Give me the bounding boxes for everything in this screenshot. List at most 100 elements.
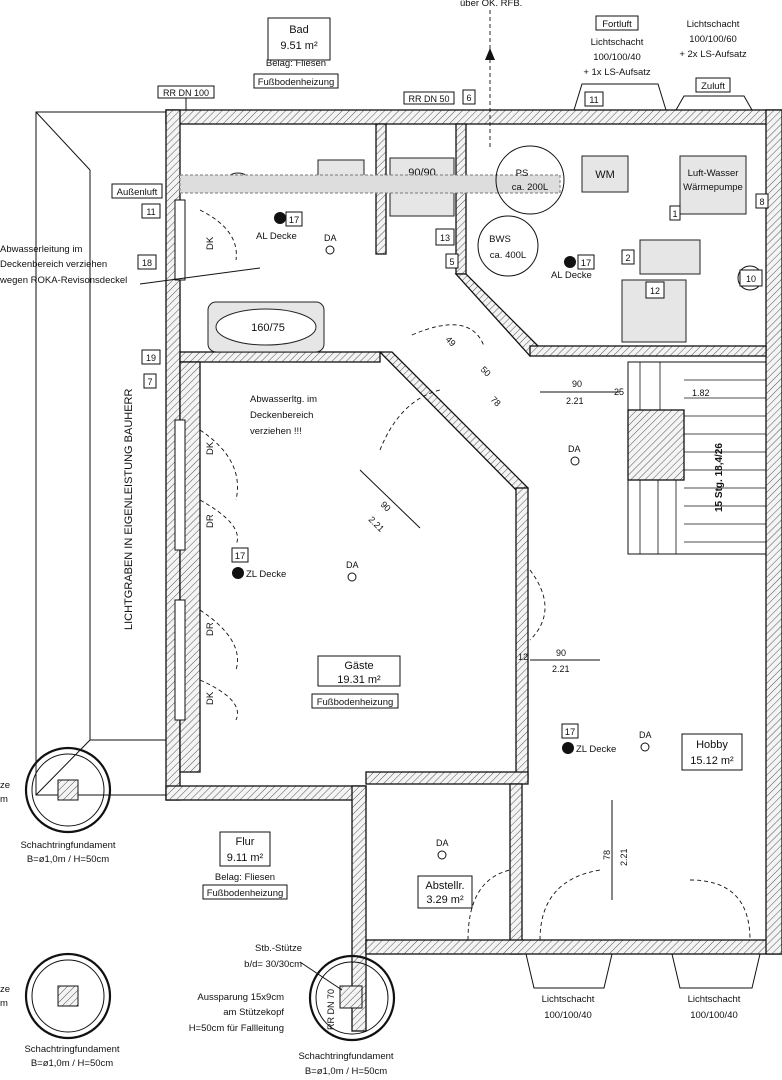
flur-area: 9.11 m² — [227, 852, 264, 864]
window-dr-1: DR — [205, 514, 216, 528]
flur-belag: Belag: Fliesen — [215, 872, 275, 883]
marker-17-b: 17 — [581, 258, 592, 269]
ls-bottom-2: Lichtschacht — [688, 994, 741, 1005]
lichtschacht-2-dim: 100/100/60 — [689, 34, 737, 45]
lichtschacht-1-extra: + 1x LS-Aufsatz — [583, 67, 651, 78]
wall-bottom — [365, 939, 782, 955]
dim-78: 78 — [489, 394, 503, 408]
cut-left-2: m — [0, 794, 8, 805]
aussparung-2: am Stützekopf — [223, 1007, 284, 1018]
window-dk-1: DK — [205, 236, 216, 250]
hobby-name: Hobby — [696, 739, 728, 751]
bathtub-size: 160/75 — [251, 322, 285, 334]
wall-tech-diag — [454, 273, 541, 357]
duct — [179, 174, 561, 194]
schacht-2: Schachtringfundament — [24, 1044, 119, 1055]
dim-90-a: 90 — [379, 499, 393, 513]
bws-volume: ca. 400L — [490, 250, 526, 261]
gaeste-area: 19.31 m² — [337, 674, 381, 686]
cut-left-4: m — [0, 998, 8, 1009]
bws-label: BWS — [489, 234, 511, 245]
lightwell-top-2 — [675, 95, 753, 111]
washing-machine — [581, 155, 629, 193]
wall-abstell — [509, 783, 523, 955]
flur-room: Flur 9.11 m² Belag: Fliesen Fußbodenheiz… — [202, 831, 511, 941]
dim-25: 25 — [614, 387, 624, 397]
rr-dn50: RR DN 50 — [408, 94, 449, 104]
schacht-dim-3: B=ø1,0m / H=50cm — [305, 1066, 387, 1077]
wall-flur-right — [351, 785, 367, 1032]
wall-tech-2 — [455, 123, 467, 275]
wm-label: WM — [595, 169, 615, 181]
wall-stairs-top — [529, 345, 767, 357]
marker-7: 7 — [147, 377, 152, 387]
zuluft: Zuluft — [701, 81, 725, 92]
window-dk-2: DK — [205, 441, 216, 455]
bad-name: Bad — [289, 24, 309, 36]
rr-dn100: RR DN 100 — [163, 88, 209, 98]
da-3: DA — [568, 444, 581, 454]
dim-49: 49 — [444, 334, 458, 348]
aussparung-1: Aussparung 15x9cm — [197, 992, 284, 1003]
al-decke-a: AL Decke — [256, 231, 297, 242]
da-1: DA — [324, 233, 337, 243]
window-dk-3: DK — [205, 691, 216, 705]
dim-221-d: 2.21 — [619, 848, 629, 866]
ls-bottom-1: Lichtschacht — [542, 994, 595, 1005]
dim-78-b: 78 — [602, 850, 612, 860]
flur-name: Flur — [236, 836, 255, 848]
waermepumpe-1: Luft-Wasser — [688, 168, 739, 179]
wall-gaeste-hobby — [515, 487, 529, 781]
marker-10: 10 — [746, 274, 756, 284]
left-notes: Abwasserleitung im Deckenbereich verzieh… — [0, 244, 317, 437]
dim-221-a: 2.21 — [367, 514, 386, 533]
top-annotations: über OK. RFB. RR DN 100 RR DN 50 6 Fortl… — [111, 0, 753, 219]
schacht-3: Schachtringfundament — [298, 1051, 393, 1062]
ps-volume: ca. 200L — [512, 182, 548, 193]
abwasser-b3: verziehen !!! — [250, 426, 302, 437]
stairs: 15 Stg. 18,4/26 90 2.21 25 1.82 DA — [540, 361, 767, 555]
ps-label: PS — [516, 168, 529, 179]
abstell-name: Abstellr. — [425, 880, 464, 892]
wall-diagonal — [378, 351, 529, 495]
da-5: DA — [436, 838, 449, 848]
zl-decke-a: ZL Decke — [246, 569, 286, 580]
marker-17-a: 17 — [289, 215, 300, 226]
abwasser-b2: Deckenbereich — [250, 410, 313, 421]
gaeste-heating: Fußbodenheizung — [317, 697, 394, 708]
foundations: Schachtringfundament B=ø1,0m / H=50cm ze… — [0, 746, 396, 1077]
tech-room: PS ca. 200L BWS ca. 400L WM Luft-Wasser … — [435, 145, 769, 343]
lightwell-top-1 — [573, 83, 667, 111]
gaeste-room: Gäste 19.31 m² Fußbodenheizung 17 ZL Dec… — [231, 324, 503, 709]
marker-8: 8 — [759, 197, 764, 207]
dim-50: 50 — [479, 364, 493, 378]
dim-12: 12 — [518, 652, 528, 662]
marker-13: 13 — [440, 233, 450, 243]
wall-gaeste-bottom — [365, 771, 529, 785]
marker-11-left: 11 — [146, 207, 155, 217]
marker-11-top: 11 — [589, 95, 598, 105]
marker-19: 19 — [146, 353, 156, 363]
bad-belag: Belag: Fliesen — [266, 58, 326, 69]
wall-top — [165, 109, 782, 125]
da-2: DA — [346, 560, 359, 570]
flur-heating: Fußbodenheizung — [207, 888, 284, 899]
treppe-label: 15 Stg. 18,4/26 — [714, 443, 725, 512]
lichtschacht-2: Lichtschacht — [687, 19, 740, 30]
da-4: DA — [639, 730, 652, 740]
left-windows: DK DK DR DR DK — [174, 199, 238, 721]
lichtschacht-1-dim: 100/100/40 — [593, 52, 641, 63]
schacht-dim-2: B=ø1,0m / H=50cm — [31, 1058, 113, 1069]
ls-bottom-1-dim: 100/100/40 — [544, 1010, 592, 1021]
abwasser-3: wegen ROKA-Revisonsdeckel — [0, 275, 127, 286]
al-decke-marker — [274, 212, 286, 224]
window-dr-2: DR — [205, 622, 216, 636]
bad-heating: Fußbodenheizung — [258, 77, 335, 88]
stuetze-1: Stb.-Stütze — [255, 943, 302, 954]
dim-90-b: 90 — [572, 379, 582, 389]
marker-18: 18 — [142, 258, 152, 268]
zl-decke-b: ZL Decke — [576, 744, 616, 755]
wall-right — [765, 109, 782, 955]
fortluft: Fortluft — [602, 19, 632, 30]
hobby-area: 15.12 m² — [690, 755, 734, 767]
